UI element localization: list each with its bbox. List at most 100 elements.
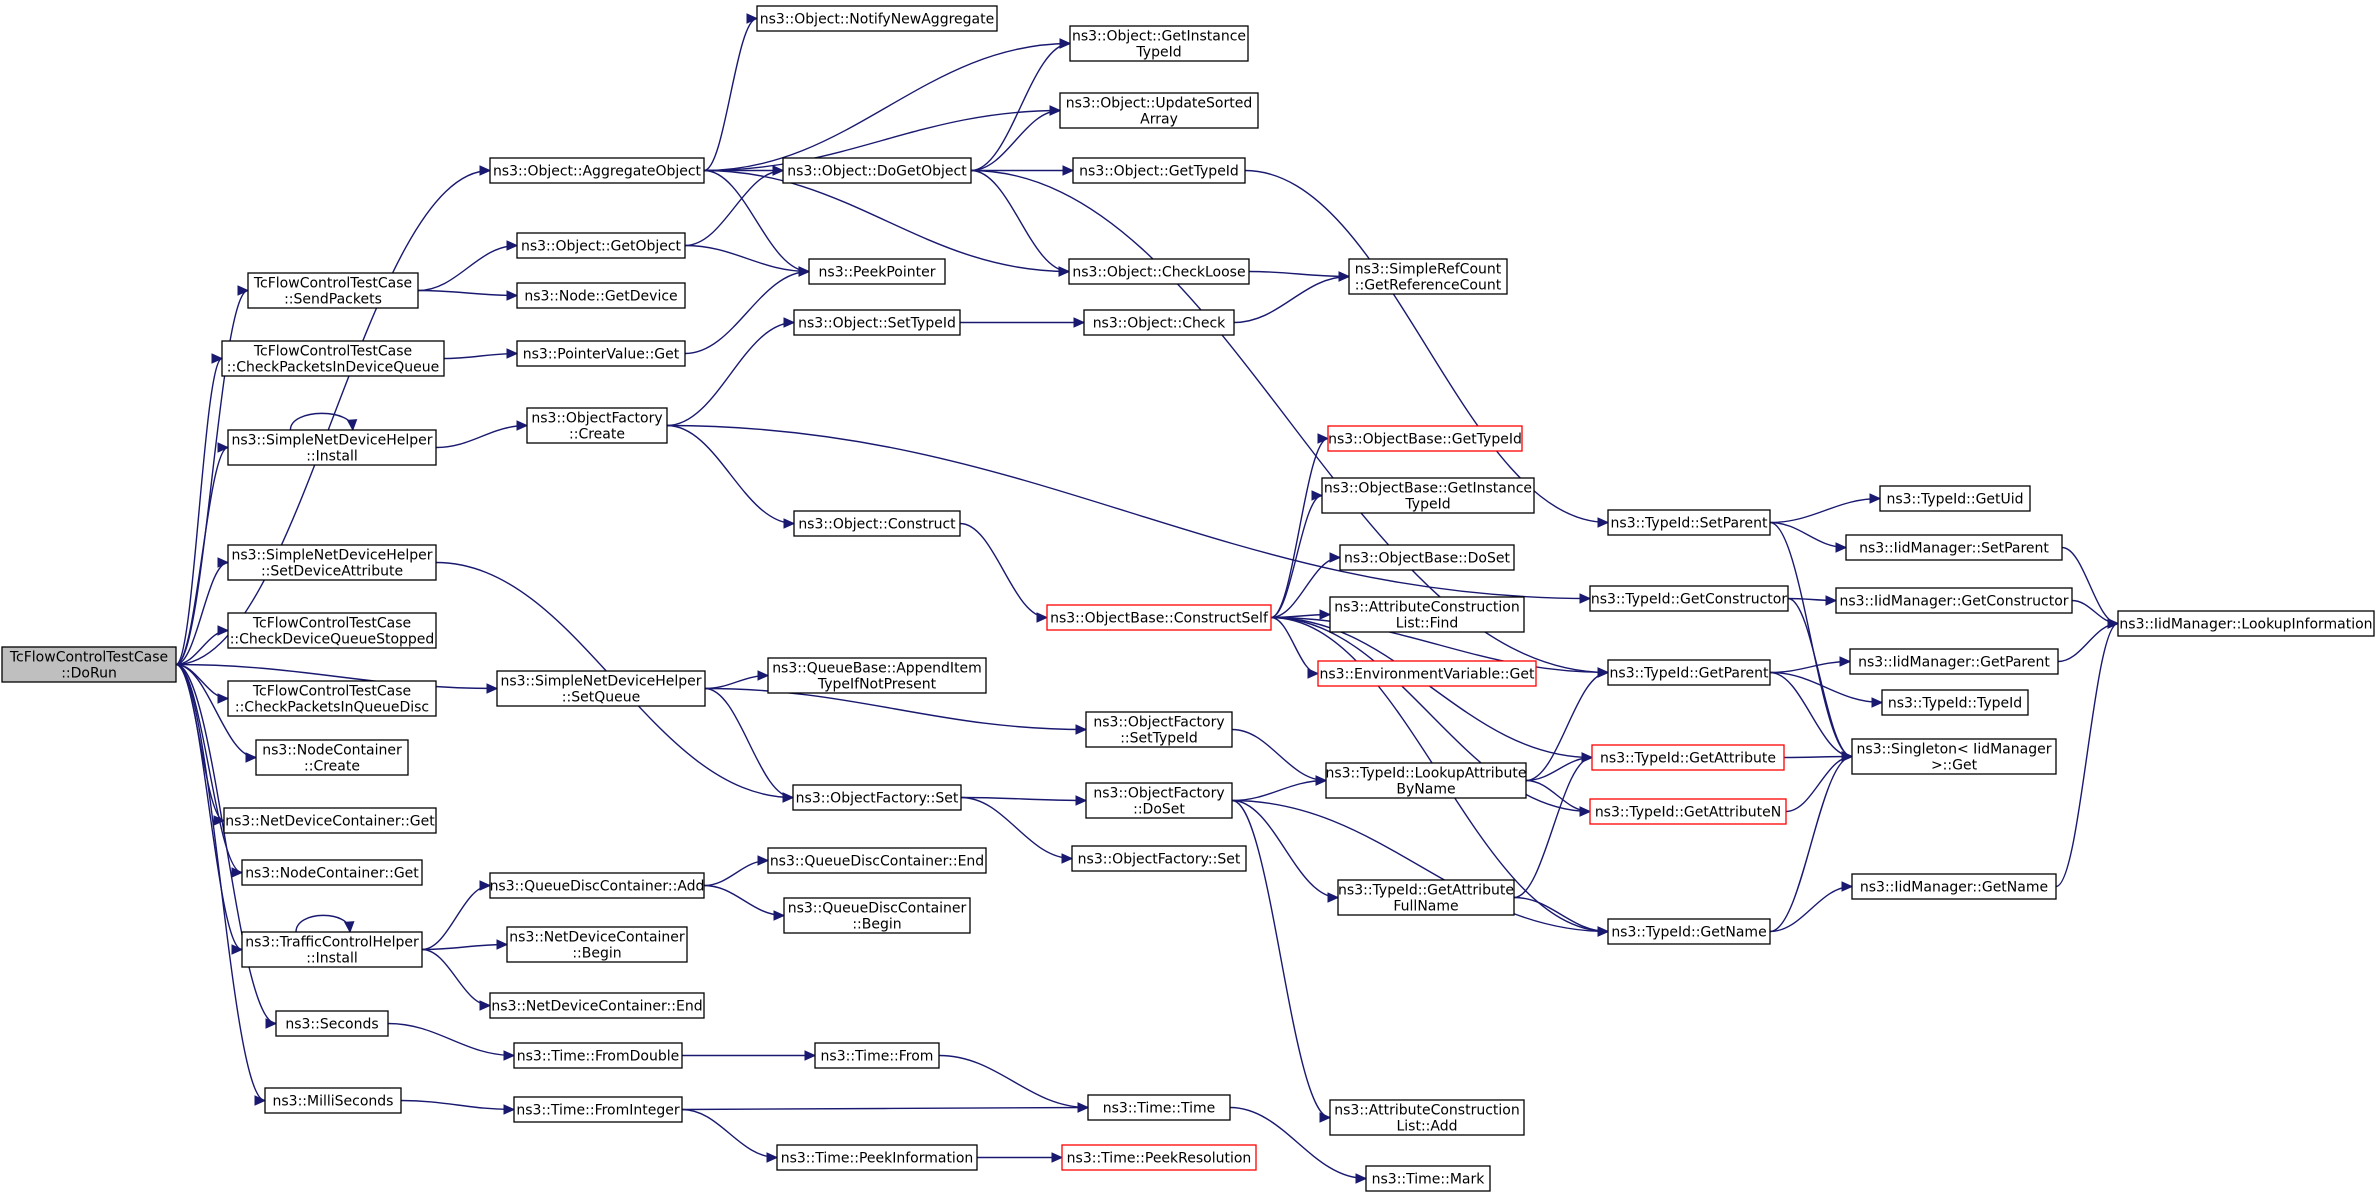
node-checkDevQStopped[interactable]: TcFlowControlTestCase::CheckDeviceQueueS… bbox=[227, 612, 437, 649]
node-box bbox=[756, 5, 998, 32]
node-obDoSet[interactable]: ns3::ObjectBase::DoSet bbox=[1339, 544, 1515, 571]
edge-line bbox=[1769, 885, 1853, 933]
node-sendPackets[interactable]: TcFlowControlTestCase::SendPackets bbox=[247, 272, 419, 309]
node-label: ns3::ObjectFactory bbox=[531, 411, 662, 427]
edge-doGetObject-to-objGetInstTypeId bbox=[970, 38, 1072, 172]
node-timePeekRes[interactable]: ns3::Time::PeekResolution bbox=[1061, 1144, 1257, 1171]
node-box bbox=[221, 340, 445, 377]
node-checkPktQDisc[interactable]: TcFlowControlTestCase::CheckPacketsInQue… bbox=[227, 680, 437, 717]
node-box bbox=[227, 680, 437, 717]
edge-ofSet-to-ofSet2 bbox=[960, 796, 1074, 864]
node-ofDoSet[interactable]: ns3::ObjectFactory::DoSet bbox=[1085, 782, 1233, 819]
node-iidSetParent[interactable]: ns3::IidManager::SetParent bbox=[1845, 534, 2063, 561]
node-srcGetRefCount[interactable]: ns3::SimpleRefCount::GetReferenceCount bbox=[1348, 258, 1508, 295]
node-box bbox=[808, 258, 946, 285]
node-label: ByName bbox=[1396, 782, 1455, 798]
node-tidGetParent[interactable]: ns3::TypeId::GetParent bbox=[1607, 659, 1771, 686]
node-ofSet[interactable]: ns3::ObjectFactory::Set bbox=[792, 784, 962, 811]
edge-ofDoSet-to-tidLookupAttr bbox=[1231, 775, 1328, 802]
node-ncGet[interactable]: ns3::NodeContainer::Get bbox=[241, 859, 423, 886]
node-label: ns3::SimpleRefCount bbox=[1355, 262, 1502, 278]
node-iidLookupInfo[interactable]: ns3::IidManager::LookupInformation bbox=[2117, 610, 2375, 637]
node-qdcBegin[interactable]: ns3::QueueDiscContainer::Begin bbox=[783, 897, 971, 934]
edge-line bbox=[684, 270, 810, 355]
node-doGetObject[interactable]: ns3::Object::DoGetObject bbox=[782, 157, 972, 184]
node-ndcEnd[interactable]: ns3::NetDeviceContainer::End bbox=[489, 992, 705, 1019]
node-aggregate[interactable]: ns3::Object::AggregateObject bbox=[489, 157, 705, 184]
node-objGetTypeId[interactable]: ns3::Object::GetTypeId bbox=[1072, 157, 1246, 184]
node-ofCreate[interactable]: ns3::ObjectFactory::Create bbox=[526, 407, 668, 444]
node-tchInstall[interactable]: ns3::TrafficControlHelper::Install bbox=[241, 931, 423, 968]
node-label: ns3::Object::NotifyNewAggregate bbox=[760, 12, 994, 28]
node-objCheckLoose[interactable]: ns3::Object::CheckLoose bbox=[1068, 258, 1250, 285]
node-obGetTypeId[interactable]: ns3::ObjectBase::GetTypeId bbox=[1327, 425, 1523, 452]
node-tidGetUid[interactable]: ns3::TypeId::GetUid bbox=[1879, 485, 2031, 512]
edge-line bbox=[1229, 1106, 1367, 1180]
node-seconds[interactable]: ns3::Seconds bbox=[275, 1010, 389, 1037]
node-ndcBegin[interactable]: ns3::NetDeviceContainer::Begin bbox=[506, 926, 688, 963]
edge-line bbox=[175, 663, 266, 1102]
node-notifyNewAgg[interactable]: ns3::Object::NotifyNewAggregate bbox=[756, 5, 998, 32]
node-iidGetConstructor[interactable]: ns3::IidManager::GetConstructor bbox=[1835, 587, 2073, 614]
node-milliseconds[interactable]: ns3::MilliSeconds bbox=[264, 1087, 402, 1114]
edge-line bbox=[175, 663, 498, 690]
node-timeFromInteger[interactable]: ns3::Time::FromInteger bbox=[513, 1096, 683, 1123]
node-label: ns3::ObjectBase::DoSet bbox=[1344, 551, 1510, 567]
node-tidTypeId[interactable]: ns3::TypeId::TypeId bbox=[1881, 689, 2029, 716]
node-tidSetParent[interactable]: ns3::TypeId::SetParent bbox=[1607, 509, 1771, 536]
node-tidGetAttributeN[interactable]: ns3::TypeId::GetAttributeN bbox=[1589, 798, 1787, 825]
node-ofSetTypeId[interactable]: ns3::ObjectFactory::SetTypeId bbox=[1085, 711, 1233, 748]
edge-root-to-sndhInstall bbox=[175, 442, 230, 666]
node-timeFrom[interactable]: ns3::Time::From bbox=[814, 1042, 940, 1069]
node-sndhInstall[interactable]: ns3::SimpleNetDeviceHelper::Install bbox=[227, 429, 437, 466]
node-singletonGet[interactable]: ns3::Singleton< IidManager >::Get bbox=[1851, 738, 2057, 775]
node-label: ns3::Time::FromDouble bbox=[517, 1049, 680, 1065]
node-root[interactable]: TcFlowControlTestCase::DoRun bbox=[1, 646, 177, 683]
node-objConstruct[interactable]: ns3::Object::Construct bbox=[793, 510, 961, 537]
node-tidGetName[interactable]: ns3::TypeId::GetName bbox=[1607, 918, 1771, 945]
node-nodeContCreate[interactable]: ns3::NodeContainer::Create bbox=[255, 739, 409, 776]
node-qdcEnd[interactable]: ns3::QueueDiscContainer::End bbox=[767, 847, 987, 874]
node-qdcAdd[interactable]: ns3::QueueDiscContainer::Add bbox=[489, 872, 705, 899]
node-iidGetParent[interactable]: ns3::IidManager::GetParent bbox=[1849, 648, 2059, 675]
node-ofSet2[interactable]: ns3::ObjectFactory::Set bbox=[1071, 845, 1247, 872]
node-sndhSetDevAttr[interactable]: ns3::SimpleNetDeviceHelper::SetDeviceAtt… bbox=[227, 544, 437, 581]
node-label: TypeId bbox=[1135, 45, 1181, 61]
node-tidGetAttribute[interactable]: ns3::TypeId::GetAttribute bbox=[1591, 744, 1785, 771]
node-objSetTypeId[interactable]: ns3::Object::SetTypeId bbox=[793, 309, 961, 336]
node-checkPktDevQ[interactable]: TcFlowControlTestCase::CheckPacketsInDev… bbox=[221, 340, 445, 377]
node-label: ::Create bbox=[304, 759, 360, 775]
edge-ofCreate-to-objConstruct bbox=[666, 424, 796, 529]
node-tidGetConstructor[interactable]: ns3::TypeId::GetConstructor bbox=[1589, 585, 1789, 612]
edge-tidSetParent-to-tidGetUid bbox=[1769, 493, 1882, 524]
node-label: ns3::NetDeviceContainer::Get bbox=[225, 814, 435, 830]
arrowhead bbox=[486, 683, 499, 694]
edge-tidGetName-to-iidGetName bbox=[1769, 881, 1854, 933]
node-timeMark[interactable]: ns3::Time::Mark bbox=[1365, 1165, 1491, 1192]
node-label: ::CheckDeviceQueueStopped bbox=[230, 632, 435, 648]
node-timePeekInfo[interactable]: ns3::Time::PeekInformation bbox=[776, 1144, 978, 1171]
node-nodeGetDevice[interactable]: ns3::Node::GetDevice bbox=[516, 282, 686, 309]
node-sndhSetQueue[interactable]: ns3::SimpleNetDeviceHelper::SetQueue bbox=[496, 670, 706, 707]
node-getObject[interactable]: ns3::Object::GetObject bbox=[516, 232, 686, 259]
node-pointerValueGet[interactable]: ns3::PointerValue::Get bbox=[516, 340, 686, 367]
node-ndcGet[interactable]: ns3::NetDeviceContainer::Get bbox=[223, 807, 437, 834]
node-envGet[interactable]: ns3::EnvironmentVariable::Get bbox=[1317, 660, 1537, 687]
node-peekPointer[interactable]: ns3::PeekPointer bbox=[808, 258, 946, 285]
node-obConstructSelf[interactable]: ns3::ObjectBase::ConstructSelf bbox=[1046, 604, 1272, 631]
node-iidGetName[interactable]: ns3::IidManager::GetName bbox=[1851, 873, 2057, 900]
node-timeFromDouble[interactable]: ns3::Time::FromDouble bbox=[513, 1042, 683, 1069]
node-qbAppend[interactable]: ns3::QueueBase::AppendItemTypeIfNotPrese… bbox=[767, 657, 987, 694]
arrowhead bbox=[254, 1095, 267, 1106]
node-timeTime[interactable]: ns3::Time::Time bbox=[1087, 1094, 1231, 1121]
node-objCheck[interactable]: ns3::Object::Check bbox=[1083, 309, 1235, 336]
arrowhead bbox=[757, 670, 770, 681]
edge-line bbox=[703, 884, 785, 917]
